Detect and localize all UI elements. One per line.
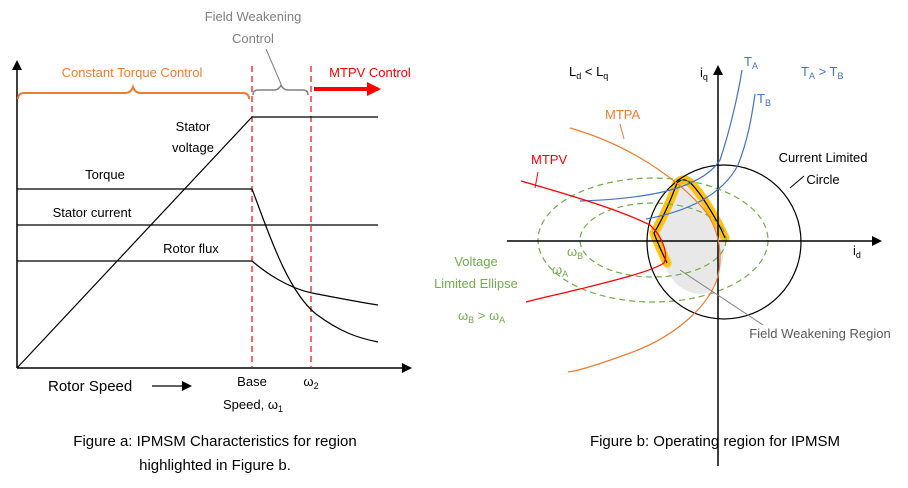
tb-label: TB [757, 91, 771, 108]
omega-a-label: ωA [552, 262, 568, 279]
current-limited-circle [646, 164, 802, 320]
stator-voltage-label-1: Stator [176, 119, 211, 134]
field-weakening-label-2: Control [232, 31, 274, 46]
field-weakening-leader [265, 48, 282, 85]
current-limited-label-1: Current Limited [779, 150, 868, 165]
voltage-ellipse-label-1: Voltage [454, 254, 497, 269]
constant-torque-label: Constant Torque Control [62, 65, 203, 80]
field-weakening-bracket [252, 82, 309, 96]
current-circle-leader [789, 175, 805, 189]
mtpa-curve [567, 127, 721, 373]
mtpv-control-label: MTPV Control [329, 65, 411, 80]
stator-voltage-label-2: voltage [172, 140, 214, 155]
id-axis-label: id [853, 243, 861, 260]
stator-current-label: Stator current [53, 205, 132, 220]
field-weakening-region [655, 180, 725, 294]
iq-axis-label: iq [700, 65, 708, 82]
rotor-speed-label: Rotor Speed [48, 378, 132, 395]
current-limited-label-2: Circle [806, 172, 839, 187]
mtpv-leader [534, 171, 539, 189]
torque-curve [17, 188, 379, 343]
torque-curve-ta [579, 69, 743, 202]
figure-b-caption: Figure b: Operating region for IPMSM [590, 433, 840, 450]
omega2-label: ω2 [303, 374, 318, 391]
rotor-flux-label: Rotor flux [163, 241, 219, 256]
voltage-ellipse-outer [537, 177, 769, 303]
torque-label: Torque [85, 167, 125, 182]
constant-torque-bracket [17, 83, 250, 100]
mtpa-leader [619, 123, 625, 140]
ta-gt-tb-label: TA > TB [801, 64, 844, 81]
mtpv-label: MTPV [531, 152, 567, 167]
rotor-flux-curve [17, 260, 379, 306]
figure-a: Field Weakening Control Constant Torque … [12, 9, 412, 474]
base-speed-label-2: Speed, ω1 [223, 397, 283, 414]
voltage-ellipse-inner [579, 202, 727, 278]
base-speed-label-1: Base [237, 374, 267, 389]
mtpa-label: MTPA [605, 107, 640, 122]
omega-b-label: ωB [567, 244, 583, 261]
stator-voltage-curve [16, 116, 378, 369]
figure-a-caption-1: Figure a: IPMSM Characteristics for regi… [73, 433, 356, 450]
mtpv-curve [520, 180, 667, 303]
voltage-ellipse-label-2: Limited Ellipse [434, 276, 518, 291]
figure-b: Ld < Lq iq id TA TB TA > TB MTPA MTPV Cu… [434, 54, 891, 466]
wb-gt-wa-label: ωB > ωA [458, 308, 505, 325]
fw-region-label: Field Weakening Region [749, 326, 890, 341]
fw-region-leader [679, 269, 764, 326]
ld-lq-label: Ld < Lq [569, 64, 608, 81]
figure-a-caption-2: highlighted in Figure b. [139, 457, 291, 474]
field-weakening-label-1: Field Weakening [205, 9, 302, 24]
ta-label: TA [744, 54, 758, 71]
torque-curve-tb [645, 93, 756, 220]
